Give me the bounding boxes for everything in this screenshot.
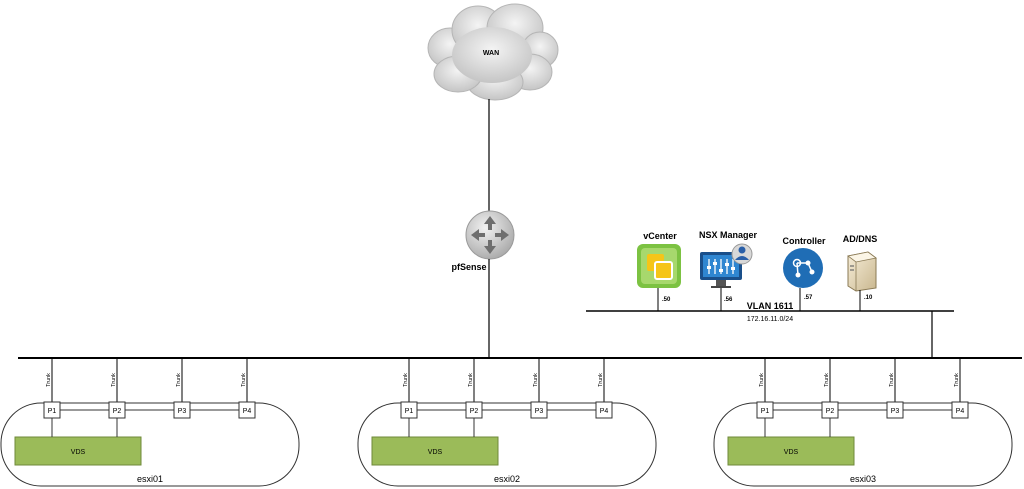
trunk-label: Trunk: [241, 373, 247, 387]
port-box-p3: [173, 401, 191, 419]
vds-label: VDS: [71, 449, 86, 456]
vlan-subnet: 172.16.11.0/24: [747, 316, 793, 323]
trunk-label: Trunk: [598, 373, 604, 387]
port-box-p3: [886, 401, 904, 419]
server-name: vCenter: [643, 231, 677, 241]
host-outline: [0, 402, 300, 487]
port-box-p4: [595, 401, 613, 419]
vds-box: [371, 436, 499, 466]
server-controller: Controller .57: [782, 236, 826, 311]
port-box-p1: [43, 401, 61, 419]
server-ip: .10: [864, 295, 873, 301]
trunk-label: Trunk: [954, 373, 960, 387]
port-box-p4: [951, 401, 969, 419]
trunk-label: Trunk: [889, 373, 895, 387]
server-nsx-manager: NSX Manager .5: [699, 230, 758, 311]
port-box-p2: [108, 401, 126, 419]
vlan-network: VLAN 1611 172.16.11.0/24: [586, 301, 954, 358]
host-name: esxi01: [137, 474, 163, 484]
port-label: P4: [243, 408, 252, 415]
cloud-icon: [427, 3, 559, 101]
port-label: P3: [178, 408, 187, 415]
port-box-p1: [756, 401, 774, 419]
server-ad-dns: AD/DNS .10: [843, 234, 878, 311]
vds-box: [727, 436, 855, 466]
trunk-label: Trunk: [403, 373, 409, 387]
port-box-p2: [821, 401, 839, 419]
port-label: P1: [405, 408, 414, 415]
pfsense-router: pfSense: [451, 210, 515, 272]
router-icon: [465, 210, 515, 260]
trunk-label: Trunk: [468, 373, 474, 387]
port-box-p4: [238, 401, 256, 419]
pfsense-label: pfSense: [451, 262, 486, 272]
server-ip: .56: [724, 297, 733, 303]
host-name: esxi03: [850, 474, 876, 484]
port-box-p1: [400, 401, 418, 419]
trunk-label: Trunk: [824, 373, 830, 387]
server-name: AD/DNS: [843, 234, 878, 244]
trunk-label: Trunk: [533, 373, 539, 387]
port-box-p2: [465, 401, 483, 419]
port-label: P4: [956, 408, 965, 415]
server-name: NSX Manager: [699, 230, 758, 240]
host-name: esxi02: [494, 474, 520, 484]
trunk-label: Trunk: [46, 373, 52, 387]
nsx-manager-icon: [700, 243, 753, 288]
port-label: P4: [600, 408, 609, 415]
server-ip: .50: [662, 297, 671, 303]
vds-label: VDS: [428, 449, 443, 456]
port-label: P2: [470, 408, 479, 415]
host-outline: [357, 402, 657, 487]
host-outline: [713, 402, 1013, 487]
port-label: P3: [535, 408, 544, 415]
vlan-name: VLAN 1611: [747, 301, 794, 311]
server-ip: .57: [804, 295, 813, 301]
server-tower-icon: [847, 251, 877, 292]
port-label: P2: [113, 408, 122, 415]
vcenter-icon: [637, 244, 681, 288]
server-name: Controller: [782, 236, 825, 246]
esxi-hosts: VDSTrunkP1TrunkP2TrunkP3TrunkP4esxi01VDS…: [0, 358, 1013, 487]
wan-label: WAN: [483, 50, 499, 57]
port-box-p3: [530, 401, 548, 419]
wan-cloud: WAN: [427, 3, 559, 101]
port-label: P1: [48, 408, 57, 415]
vds-label: VDS: [784, 449, 799, 456]
server-vcenter: vCenter .50: [637, 231, 681, 311]
port-label: P3: [891, 408, 900, 415]
port-label: P2: [826, 408, 835, 415]
port-label: P1: [761, 408, 770, 415]
trunk-label: Trunk: [176, 373, 182, 387]
vds-box: [14, 436, 142, 466]
trunk-label: Trunk: [759, 373, 765, 387]
controller-icon: [783, 248, 823, 288]
trunk-label: Trunk: [111, 373, 117, 387]
